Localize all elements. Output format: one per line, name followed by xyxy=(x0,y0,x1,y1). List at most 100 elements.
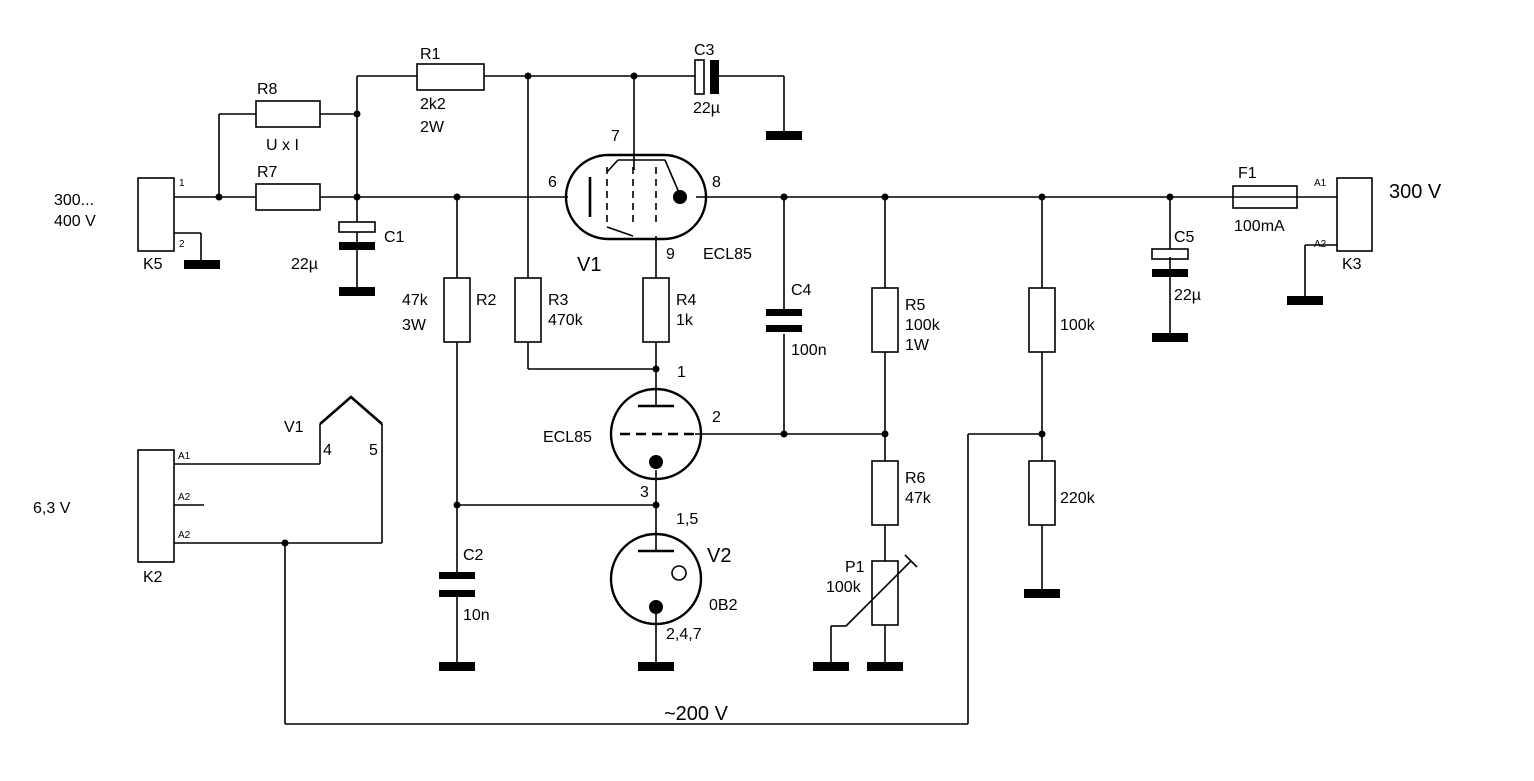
label-c5: C5 xyxy=(1174,229,1195,246)
resistor-r2 xyxy=(443,277,471,343)
ground-symbol xyxy=(766,131,802,140)
label-triode-pin1: 1 xyxy=(677,364,686,381)
label-c2-value: 10n xyxy=(463,607,490,624)
label-k3: K3 xyxy=(1342,256,1362,273)
label-r5: R5 xyxy=(905,297,926,314)
label-triode-pin2: 2 xyxy=(712,409,721,426)
label-heater-pin5: 5 xyxy=(369,442,378,459)
ground-symbol xyxy=(339,287,375,296)
tube-v1-pentode xyxy=(564,153,708,241)
label-v2-pin-top: 1,5 xyxy=(676,511,698,528)
ground-symbol xyxy=(638,662,674,671)
grounds xyxy=(184,131,1323,671)
label-r2-power: 3W xyxy=(402,317,427,334)
label-heater-pin4: 4 xyxy=(323,442,332,459)
label-k5-voltage-1: 300... xyxy=(54,192,94,209)
heater-v1 xyxy=(319,395,383,425)
label-r7: R7 xyxy=(257,164,278,181)
connector-k2 xyxy=(137,449,175,563)
label-k5-pin2: 2 xyxy=(179,239,185,250)
connectors xyxy=(137,177,1373,563)
capacitor-c4-a xyxy=(766,309,802,316)
capacitors xyxy=(338,59,1189,597)
capacitor-c1-plus xyxy=(338,221,376,233)
label-v1: V1 xyxy=(577,254,601,276)
label-r2-value: 47k xyxy=(402,292,429,309)
label-r3-value: 470k xyxy=(548,312,584,329)
label-k5: K5 xyxy=(143,256,163,273)
label-k2-a1: A1 xyxy=(178,451,191,462)
resistor-div-bottom xyxy=(1028,460,1056,526)
label-r5-value: 100k xyxy=(905,317,941,334)
label-triode-pin3: 3 xyxy=(640,484,649,501)
label-k5-voltage-2: 400 V xyxy=(54,213,96,230)
label-c2: C2 xyxy=(463,547,484,564)
wires xyxy=(174,75,1337,725)
capacitor-c1-minus xyxy=(339,242,375,250)
label-v2: V2 xyxy=(707,545,731,567)
label-c5-value: 22µ xyxy=(1174,287,1201,304)
label-v2-type: 0B2 xyxy=(709,597,738,614)
label-v1-pin6: 6 xyxy=(548,174,557,191)
potentiometer-p1 xyxy=(871,560,899,626)
label-c3-value: 22µ xyxy=(693,100,720,117)
capacitor-c3-plus xyxy=(694,59,705,95)
label-output-voltage: 300 V xyxy=(1389,181,1442,203)
label-f1-value: 100mA xyxy=(1234,218,1285,235)
label-r4-value: 1k xyxy=(676,312,694,329)
label-ecl85-top: ECL85 xyxy=(703,246,752,263)
label-r1: R1 xyxy=(420,46,441,63)
label-k2: K2 xyxy=(143,569,163,586)
capacitor-c3-minus xyxy=(710,60,719,94)
ground-symbol xyxy=(1152,333,1188,342)
label-v2-pin-bottom: 2,4,7 xyxy=(666,626,702,643)
label-f1: F1 xyxy=(1238,165,1257,182)
resistor-r5 xyxy=(871,287,899,353)
resistor-r1 xyxy=(416,63,485,91)
capacitor-c2-b xyxy=(439,590,475,597)
label-c4-value: 100n xyxy=(791,342,827,359)
capacitor-c2-a xyxy=(439,572,475,579)
tube-v1-triode xyxy=(609,387,703,481)
junction-dots xyxy=(215,72,1174,547)
label-r1-power: 2W xyxy=(420,119,445,136)
ground-symbol xyxy=(1024,589,1060,598)
ground-symbol xyxy=(1287,296,1323,305)
ground-symbol xyxy=(184,260,220,269)
label-r8: R8 xyxy=(257,81,278,98)
resistor-r6 xyxy=(871,460,899,526)
label-r6-value: 47k xyxy=(905,490,932,507)
tube-v2 xyxy=(609,532,703,626)
label-r3: R3 xyxy=(548,292,569,309)
label-v1-heater: V1 xyxy=(284,419,304,436)
capacitor-c4-b xyxy=(766,325,802,332)
resistor-r8 xyxy=(255,100,321,128)
label-divider-bottom: 220k xyxy=(1060,490,1096,507)
label-ecl85-bottom: ECL85 xyxy=(543,429,592,446)
label-p1-value: 100k xyxy=(826,579,862,596)
ground-symbol xyxy=(813,662,849,671)
label-r8-value: U x I xyxy=(266,137,299,154)
label-k3-pin-a1: A1 xyxy=(1314,178,1327,189)
label-r4: R4 xyxy=(676,292,697,309)
connector-k3 xyxy=(1336,177,1373,252)
resistor-div-top xyxy=(1028,287,1056,353)
label-c1-value: 22µ xyxy=(291,256,318,273)
label-c4: C4 xyxy=(791,282,812,299)
connector-k5 xyxy=(137,177,175,252)
resistor-r3 xyxy=(514,277,542,343)
capacitor-c5-plus xyxy=(1151,248,1189,260)
label-v1-pin7: 7 xyxy=(611,128,620,145)
label-k3-pin-a2: A2 xyxy=(1314,239,1327,250)
label-r2: R2 xyxy=(476,292,497,309)
label-k2-a2-lower: A2 xyxy=(178,530,191,541)
capacitor-c5-minus xyxy=(1152,269,1188,277)
resistor-r4 xyxy=(642,277,670,343)
label-divider-top: 100k xyxy=(1060,317,1096,334)
label-v1-pin9: 9 xyxy=(666,246,675,263)
label-r5-power: 1W xyxy=(905,337,930,354)
label-heater-voltage: 6,3 V xyxy=(33,500,71,517)
ground-symbol xyxy=(867,662,903,671)
label-ac-voltage: ~200 V xyxy=(664,703,729,725)
